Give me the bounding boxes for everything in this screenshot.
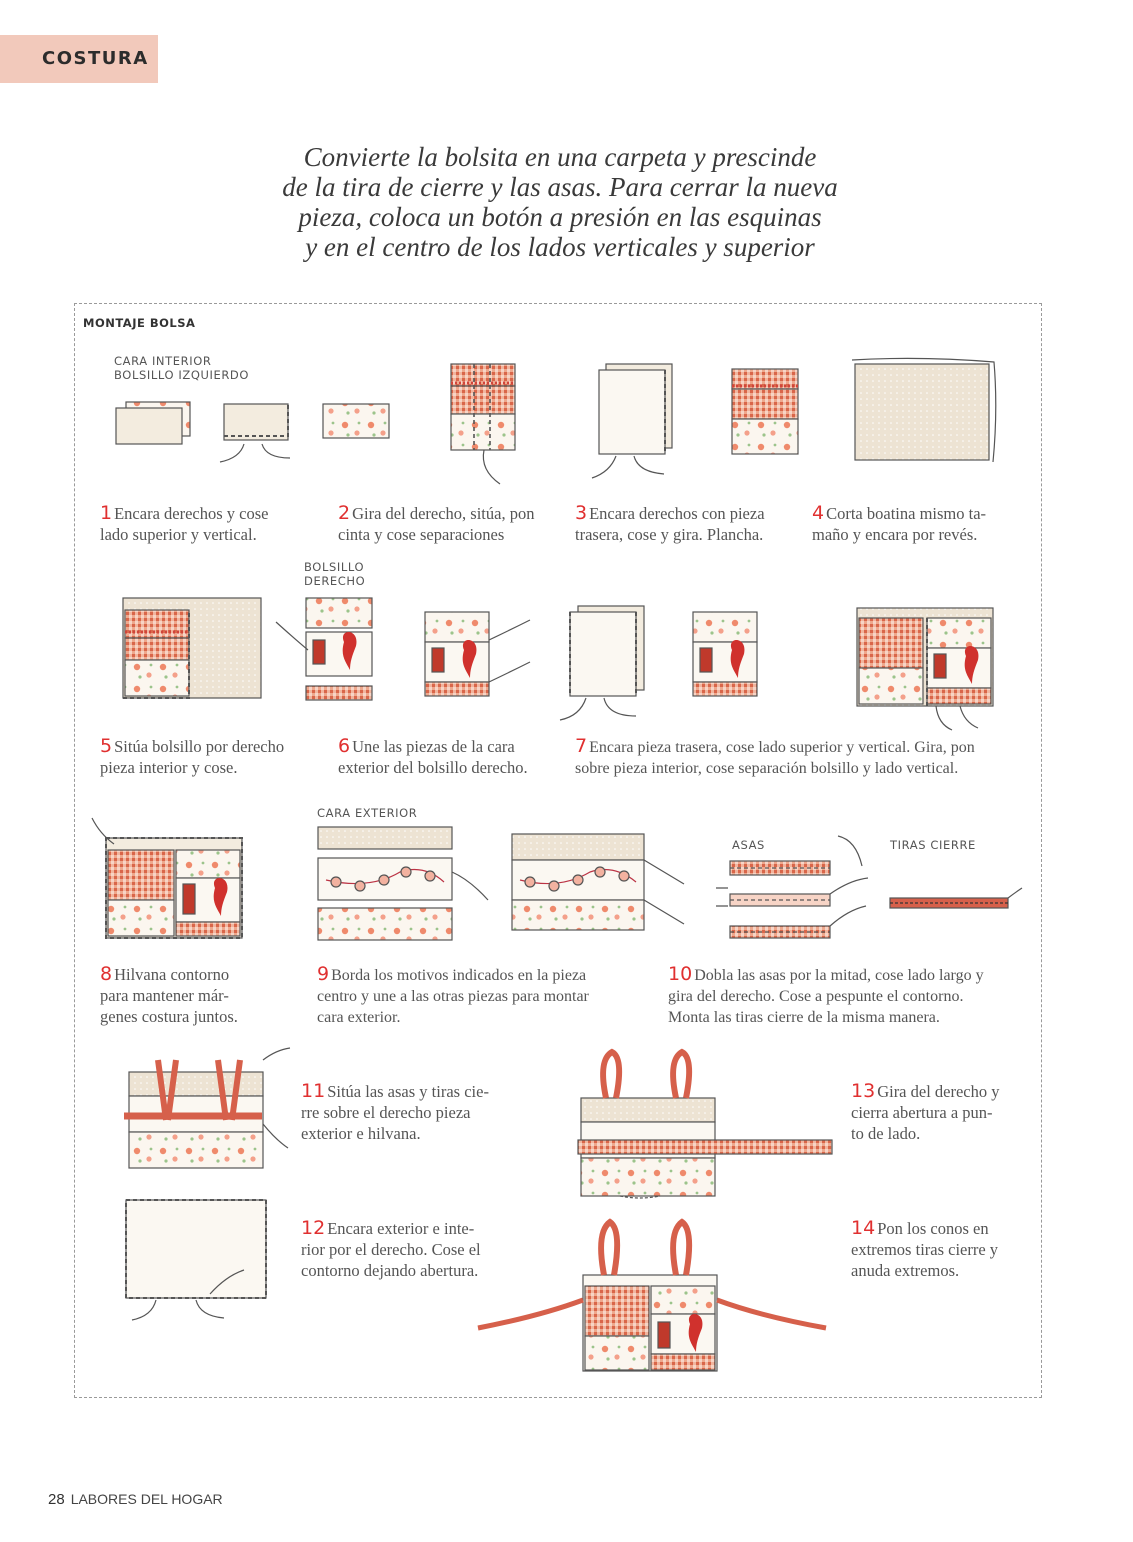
step-number: 2 bbox=[338, 502, 351, 524]
step-text-line: contorno dejando abertura. bbox=[301, 1261, 479, 1280]
assembly-panel: MONTAJE BOLSA bbox=[74, 303, 1042, 1398]
step-text-line: Une las piezas de la cara bbox=[352, 737, 515, 756]
step-text-line: centro y une a las otras piezas para mon… bbox=[317, 988, 589, 1005]
step-number: 6 bbox=[338, 735, 351, 757]
step-text-line: para mantener már- bbox=[100, 986, 229, 1005]
step-text-line: Corta boatina mismo ta- bbox=[826, 504, 987, 523]
intro-line: de la tira de cierre y las asas. Para ce… bbox=[282, 172, 838, 202]
step-text-line: Encara pieza trasera, cose lado superior… bbox=[589, 739, 975, 756]
page-number: 28 bbox=[48, 1491, 65, 1508]
step-text-line: Gira del derecho y bbox=[877, 1082, 1000, 1101]
step-text-line: maño y encara por revés. bbox=[812, 525, 978, 544]
intro-line: pieza, coloca un botón a presión en las … bbox=[298, 202, 822, 232]
step-text-line: cinta y cose separaciones bbox=[338, 525, 505, 544]
section-tag: COSTURA bbox=[0, 35, 158, 83]
label-line: CARA INTERIOR bbox=[114, 354, 212, 368]
step-number: 4 bbox=[812, 502, 825, 524]
step-text-line: Sitúa las asas y tiras cie- bbox=[327, 1082, 489, 1101]
section-tag-label: COSTURA bbox=[42, 48, 149, 69]
step-text-line: Pon los conos en bbox=[877, 1219, 989, 1238]
step-text-line: genes costura juntos. bbox=[100, 1007, 238, 1026]
step-6-illustration bbox=[275, 597, 531, 701]
magazine-name: LABORES DEL HOGAR bbox=[70, 1491, 223, 1507]
label-line: BOLSILLO IZQUIERDO bbox=[114, 368, 250, 382]
label-cara-interior: CARA INTERIOR BOLSILLO IZQUIERDO bbox=[114, 354, 249, 382]
step-12-illustration bbox=[125, 1199, 267, 1321]
step-number: 13 bbox=[851, 1080, 876, 1102]
label-line: BOLSILLO bbox=[304, 560, 365, 574]
step-text-line: Gira del derecho, sitúa, pon bbox=[352, 504, 535, 523]
step-text-line: pieza interior y cose. bbox=[100, 758, 238, 777]
step-text-line: Encara exterior e inte- bbox=[327, 1219, 475, 1238]
step-text-line: Sitúa bolsillo por derecho bbox=[114, 737, 285, 756]
label-asas: ASAS bbox=[732, 838, 765, 852]
step-number: 1 bbox=[100, 502, 113, 524]
step-text-line: Monta las tiras cierre de la misma maner… bbox=[668, 1009, 940, 1026]
step-number: 14 bbox=[851, 1217, 876, 1239]
step-5-illustration bbox=[122, 597, 262, 699]
step-text-line: exterior del bolsillo derecho. bbox=[338, 758, 528, 777]
step-4-illustration bbox=[851, 357, 997, 463]
step-text-line: rior por el derecho. Cose el bbox=[301, 1240, 481, 1259]
label-tiras-cierre: TIRAS CIERRE bbox=[890, 838, 976, 852]
step-2-illustration bbox=[450, 363, 516, 485]
step-3-illustration bbox=[591, 363, 799, 479]
step-1-illustration bbox=[115, 401, 390, 463]
step-text-line: Hilvana contorno bbox=[114, 965, 230, 984]
step-9-illustration bbox=[317, 826, 685, 941]
label-cara-exterior: CARA EXTERIOR bbox=[317, 806, 418, 820]
step-number: 11 bbox=[301, 1080, 326, 1102]
step-number: 12 bbox=[301, 1217, 326, 1239]
step-number: 9 bbox=[317, 963, 330, 985]
step-number: 7 bbox=[575, 735, 588, 757]
step-text-line: Encara derechos con pieza bbox=[589, 504, 765, 523]
intro-text: Convierte la bolsita en una carpeta y pr… bbox=[240, 142, 880, 262]
step-text-line: exterior e hilvana. bbox=[301, 1124, 421, 1143]
step-text-line: trasera, cose y gira. Plancha. bbox=[575, 525, 764, 544]
step-text-line: Dobla las asas por la mitad, cose lado l… bbox=[694, 967, 984, 984]
step-text-line: extremos tiras cierre y bbox=[851, 1240, 999, 1259]
intro-line: Convierte la bolsita en una carpeta y pr… bbox=[303, 142, 817, 172]
step-14-illustration bbox=[477, 1218, 827, 1372]
step-number: 3 bbox=[575, 502, 588, 524]
step-text-line: lado superior y vertical. bbox=[100, 525, 257, 544]
step-text-line: cierra abertura a pun- bbox=[851, 1103, 993, 1122]
step-text-line: cara exterior. bbox=[317, 1009, 401, 1026]
panel-title: MONTAJE BOLSA bbox=[83, 316, 196, 330]
label-line: DERECHO bbox=[304, 574, 366, 588]
page-footer: 28 LABORES DEL HOGAR bbox=[48, 1491, 223, 1508]
step-text-line: sobre pieza interior, cose separación bo… bbox=[575, 760, 959, 777]
step-text-line: Encara derechos y cose bbox=[114, 504, 269, 523]
step-number: 10 bbox=[668, 963, 693, 985]
intro-line: y en el centro de los lados verticales y… bbox=[305, 232, 815, 262]
step-text-line: rre sobre el derecho pieza bbox=[301, 1103, 471, 1122]
step-10-illustration bbox=[716, 835, 1023, 939]
step-text-line: anuda extremos. bbox=[851, 1261, 960, 1280]
step-text-line: to de lado. bbox=[851, 1124, 921, 1143]
step-number: 5 bbox=[100, 735, 113, 757]
step-11-illustration bbox=[124, 1047, 291, 1169]
step-text-line: Borda los motivos indicados en la pieza bbox=[331, 967, 587, 984]
label-bolsillo-derecho: BOLSILLO DERECHO bbox=[304, 560, 365, 588]
step-number: 8 bbox=[100, 963, 113, 985]
step-7-illustration bbox=[559, 605, 994, 731]
step-8-illustration bbox=[91, 817, 243, 939]
step-13-illustration bbox=[577, 1048, 833, 1199]
step-text-line: gira del derecho. Cose a pespunte el con… bbox=[668, 988, 964, 1005]
